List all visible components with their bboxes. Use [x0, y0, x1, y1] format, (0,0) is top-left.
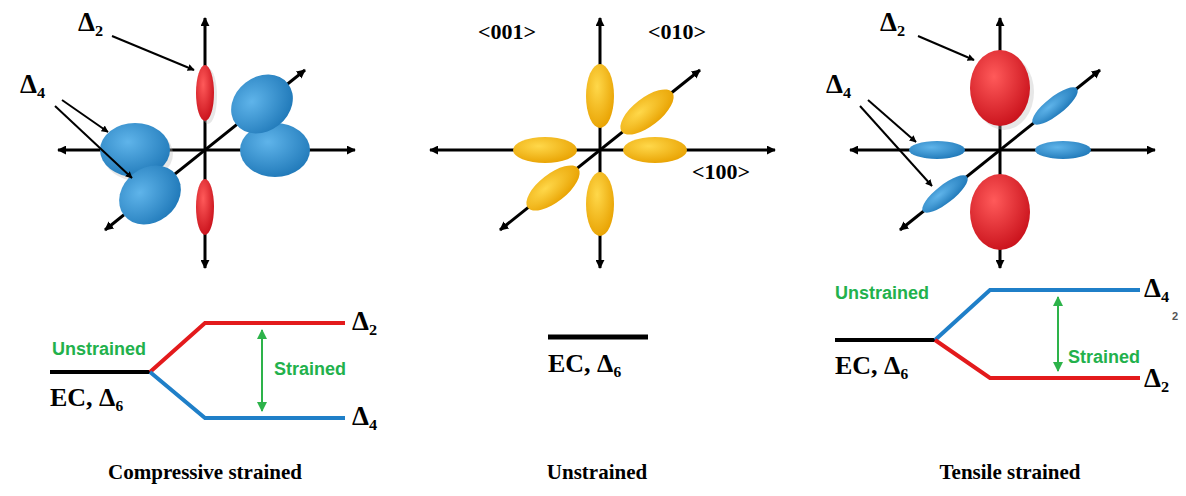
pointer-arrows-left [55, 36, 194, 178]
axes-left [58, 18, 355, 268]
ellipsoids-unstrained [513, 64, 687, 236]
energy-levels-unstrained [548, 335, 648, 340]
axis-label: <010> [648, 20, 706, 44]
panel-caption: Compressive strained [108, 461, 302, 484]
valley-label: Δ₄ [20, 70, 45, 100]
level-label: Δ₂ [1144, 364, 1169, 394]
axes-center [430, 18, 775, 268]
state-label: Strained [1068, 348, 1140, 368]
valley-label: Δ₂ [78, 8, 103, 38]
pointer-arrows-right [860, 36, 974, 186]
band-edge-label: EC, Δ₆ [835, 352, 908, 381]
axis-label: <100> [692, 160, 750, 184]
axis-label: <001> [478, 20, 536, 44]
page-number: 2 [1172, 310, 1178, 322]
state-label: Unstrained [52, 340, 146, 360]
panel-caption: Unstrained [547, 461, 647, 484]
state-label: Unstrained [835, 284, 929, 304]
level-label: Δ₄ [1144, 274, 1169, 304]
state-label: Strained [274, 360, 346, 380]
level-label: Δ₂ [352, 307, 377, 337]
valley-label: Δ₄ [826, 70, 851, 100]
ellipsoids-compressive [100, 62, 310, 236]
level-label: Δ₄ [352, 402, 377, 432]
axes-right [850, 18, 1155, 268]
band-edge-label: EC, Δ₆ [548, 350, 621, 379]
valley-label: Δ₂ [880, 8, 905, 38]
panel-caption: Tensile strained [940, 461, 1081, 484]
ellipsoids-tensile [909, 50, 1091, 250]
band-edge-label: EC, Δ₆ [50, 384, 123, 413]
